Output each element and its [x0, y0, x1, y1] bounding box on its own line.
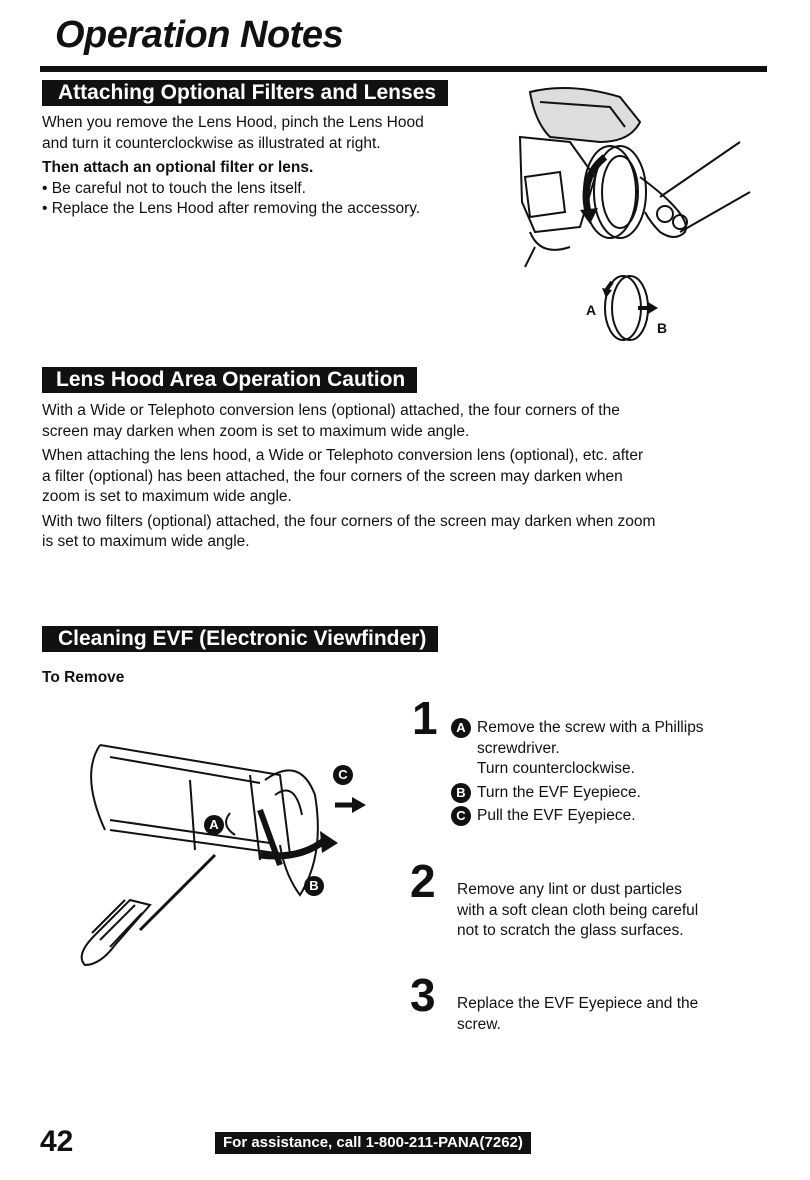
- hood-label-a: A: [586, 302, 597, 318]
- step-2-line-2: with a soft clean cloth being careful: [457, 901, 699, 919]
- filters-bullet-2: • Replace the Lens Hood after removing t…: [42, 200, 421, 217]
- step-1-number: 1: [412, 692, 438, 744]
- step-3-line-2: screw.: [457, 1015, 501, 1033]
- evf-label-a: A: [204, 815, 224, 835]
- caution-p2-line-3: zoom is set to maximum wide angle.: [42, 488, 292, 505]
- evf-label-b: B: [304, 876, 324, 896]
- page-title: Operation Notes: [55, 14, 344, 56]
- filters-bold-instruction: Then attach an optional filter or lens.: [42, 159, 314, 176]
- step-1-b-text: Turn the EVF Eyepiece.: [477, 783, 641, 801]
- step-1-c-text: Pull the EVF Eyepiece.: [477, 807, 636, 824]
- caution-body: With a Wide or Telephoto conversion lens…: [42, 401, 772, 553]
- page-number: 42: [40, 1125, 74, 1158]
- filters-body: When you remove the Lens Hood, pinch the…: [42, 113, 512, 220]
- step-1-a-badge: A: [451, 718, 471, 738]
- step-2-text: Remove any lint or dust particles with a…: [457, 880, 777, 942]
- caution-p2-line-2: a filter (optional) has been attached, t…: [42, 467, 623, 485]
- step-1-a-line-1: Remove the screw with a Phillips: [477, 719, 704, 736]
- filters-section-header: Attaching Optional Filters and Lenses: [42, 80, 449, 106]
- hood-label-b: B: [657, 320, 668, 336]
- step-1-a-line-3: Turn counterclockwise.: [477, 760, 635, 777]
- step-3-line-1: Replace the EVF Eyepiece and the: [457, 995, 699, 1012]
- cleaning-section-header: Cleaning EVF (Electronic Viewfinder): [42, 626, 439, 652]
- step-1-a-line-2: screwdriver.: [477, 739, 560, 757]
- step-1-c-badge: C: [451, 806, 471, 826]
- filters-intro-line-2: and turn it counterclockwise as illustra…: [42, 134, 381, 152]
- step-3-text: Replace the EVF Eyepiece and the screw.: [457, 994, 777, 1035]
- caution-p3-line-2: is set to maximum wide angle.: [42, 533, 250, 550]
- title-rule: [40, 66, 767, 72]
- caution-section-header: Lens Hood Area Operation Caution: [42, 367, 418, 393]
- step-1-text: A Remove the screw with a Phillips screwd…: [451, 718, 771, 827]
- filters-bullet-1: • Be careful not to touch the lens itsel…: [42, 179, 306, 197]
- camcorder-lens-hood-illustration: [518, 87, 751, 341]
- to-remove-heading: To Remove: [42, 669, 125, 686]
- assistance-banner: For assistance, call 1-800-211-PANA(7262…: [215, 1132, 531, 1154]
- step-1-b-badge: B: [451, 782, 471, 803]
- evf-eyepiece-illustration: [80, 744, 366, 967]
- caution-p3-line-1: With two filters (optional) attached, th…: [42, 512, 656, 530]
- evf-label-c: C: [333, 765, 353, 785]
- caution-p1-line-1: With a Wide or Telephoto conversion lens…: [42, 402, 620, 419]
- step-2-number: 2: [410, 855, 436, 907]
- step-2-line-3: not to scratch the glass surfaces.: [457, 922, 684, 939]
- step-2-line-1: Remove any lint or dust particles: [457, 881, 682, 898]
- step-3-number: 3: [410, 969, 436, 1021]
- caution-p1-line-2: screen may darken when zoom is set to ma…: [42, 422, 470, 440]
- filters-intro-line-1: When you remove the Lens Hood, pinch the…: [42, 114, 424, 131]
- caution-p2-line-1: When attaching the lens hood, a Wide or …: [42, 447, 644, 464]
